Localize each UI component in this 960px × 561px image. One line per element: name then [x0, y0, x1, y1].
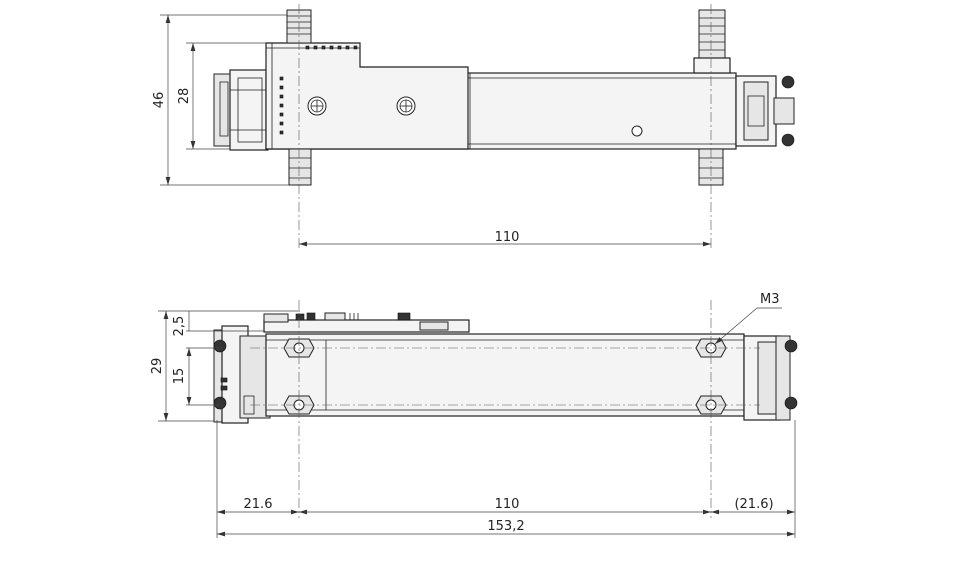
dim-15: 15 — [172, 347, 222, 406]
dim-21-6-right-text: (21.6) — [734, 497, 773, 512]
dim-110-bottom-text: 110 — [495, 497, 520, 512]
dim-2-5: 2,5 — [172, 311, 264, 336]
side-right-end-block — [743, 335, 798, 421]
top-small-hole — [631, 125, 643, 137]
dim-28: 28 — [177, 42, 266, 150]
top-screw-left — [307, 96, 327, 116]
top-stud-right-upper — [693, 9, 731, 74]
dim-110-top-text: 110 — [495, 230, 520, 245]
top-right-end-cap — [735, 75, 795, 147]
dim-21-6-left-text: 21.6 — [244, 497, 273, 512]
dim-46: 46 — [152, 14, 289, 186]
dim-29: 29 — [150, 310, 300, 422]
dim-28-text: 28 — [177, 88, 192, 105]
top-pin-row-horizontal — [305, 45, 358, 50]
dim-110-top: 110 — [299, 230, 711, 247]
dim-15-text: 15 — [172, 368, 187, 385]
top-left-connector — [213, 69, 269, 151]
side-rail-body — [265, 333, 745, 417]
dim-110-bottom: 110 — [299, 497, 711, 515]
top-screw-right — [396, 96, 416, 116]
top-carriage-plate — [265, 42, 469, 150]
dim-46-text: 46 — [152, 92, 167, 109]
side-pcb — [263, 312, 470, 333]
m3-callout: M3 — [714, 292, 782, 345]
dim-29-text: 29 — [150, 358, 165, 375]
m3-label: M3 — [760, 292, 780, 307]
dim-2-5-text: 2,5 — [172, 316, 187, 337]
dim-21-6-left: 21.6 — [217, 497, 299, 515]
side-left-end-block — [213, 325, 271, 424]
top-pin-row-vertical — [279, 76, 284, 135]
dim-153-2: 153,2 — [217, 519, 795, 537]
top-view: 46 28 110 — [152, 4, 795, 248]
top-stud-left-lower — [288, 148, 312, 186]
side-view: M3 29 2,5 15 21.6 — [150, 292, 798, 538]
dim-153-2-text: 153,2 — [487, 519, 524, 534]
dim-21-6-right: (21.6) — [711, 497, 795, 515]
